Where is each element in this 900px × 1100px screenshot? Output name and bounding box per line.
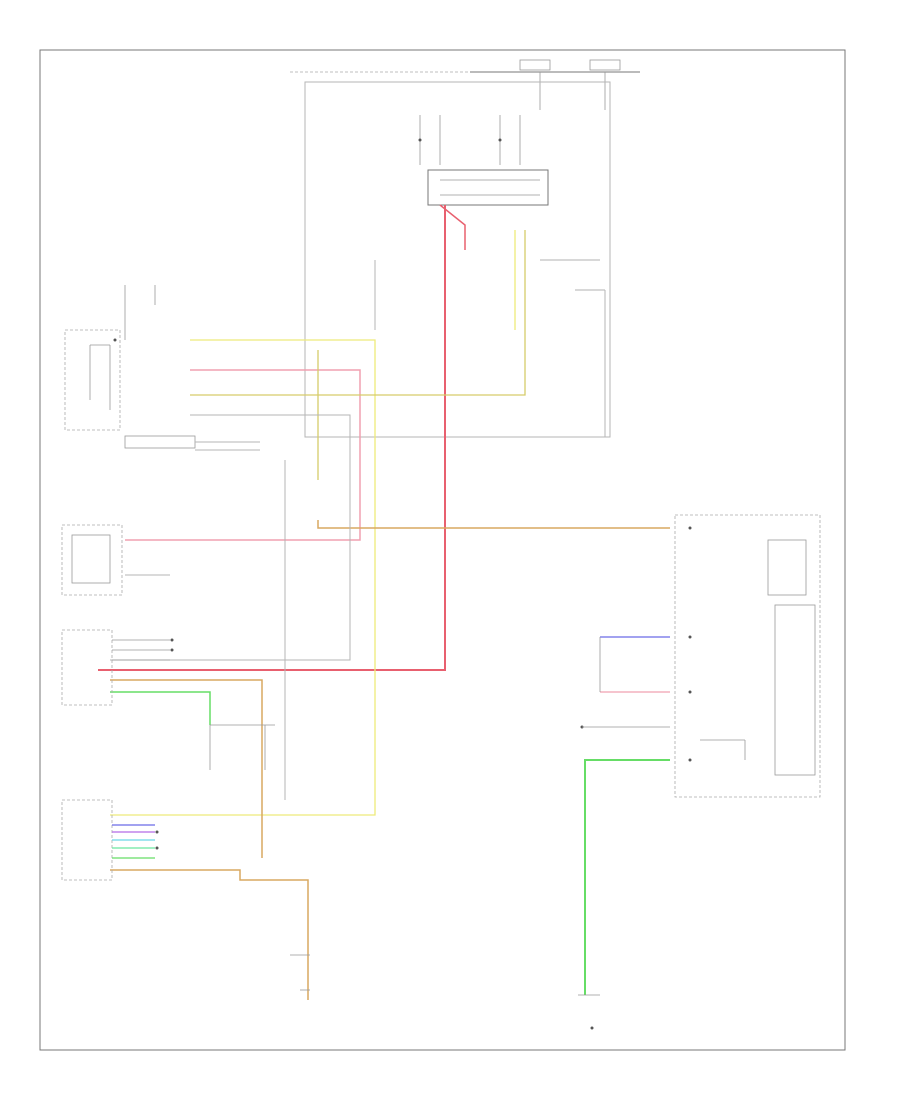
right-sensor — [540, 259, 606, 437]
green-wire-left — [110, 691, 211, 725]
fuel-tank-unit — [61, 524, 123, 596]
red-wire-main — [98, 205, 446, 671]
central-connector — [427, 169, 549, 206]
bottom-sensor — [290, 954, 600, 1030]
relay-contacts — [418, 115, 521, 165]
middle-sensor — [209, 724, 275, 770]
hybrid-control-module — [674, 514, 821, 798]
diagram-border — [39, 49, 846, 1051]
hcm-side-sensor — [580, 725, 670, 729]
fuel-door-switch — [124, 435, 260, 451]
yellow-wire-upper — [110, 339, 376, 816]
fuel-door-relay — [64, 285, 156, 431]
lower-connector — [61, 799, 159, 881]
red-wire-branch — [439, 204, 466, 250]
combination-meter-connector — [61, 629, 174, 706]
upper-relay-frame — [304, 81, 611, 438]
olive-wire — [190, 230, 526, 396]
green-wire-right — [584, 759, 670, 995]
pink-wire — [125, 369, 361, 541]
power-distribution-bus — [290, 59, 640, 110]
gray-wire-a — [110, 414, 351, 661]
tan-wire-right — [317, 520, 670, 529]
tan-wire-bottom — [110, 869, 309, 1000]
tan-wire-lower — [110, 679, 263, 858]
